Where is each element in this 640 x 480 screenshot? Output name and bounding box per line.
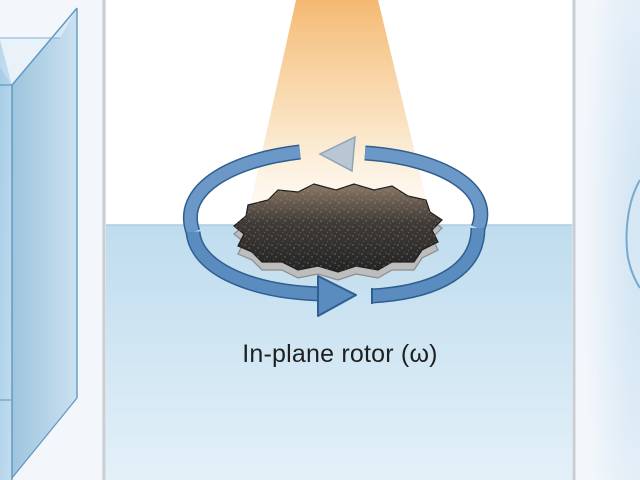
- gear-shaped-rotor-icon: [233, 183, 443, 281]
- partial-circle-object: [625, 179, 640, 289]
- tank-side-face: [12, 8, 77, 478]
- arrowhead-back: [318, 135, 356, 173]
- tank-edge: [11, 7, 78, 86]
- arrowhead-front: [317, 275, 357, 317]
- center-panel: [106, 0, 572, 480]
- diagram-caption: In-plane rotor (ω): [242, 340, 438, 368]
- counterclockwise-rotation-arrow-icon: [185, 227, 486, 317]
- tank-front-face: [0, 40, 12, 480]
- tank-top-face: [0, 8, 77, 85]
- rotation-arrow-back: [183, 135, 489, 235]
- rotor-texture: [234, 184, 442, 272]
- right-panel-partial: [576, 0, 640, 480]
- left-panel-glass-tank: [0, 7, 78, 480]
- tank-edge: [11, 397, 78, 479]
